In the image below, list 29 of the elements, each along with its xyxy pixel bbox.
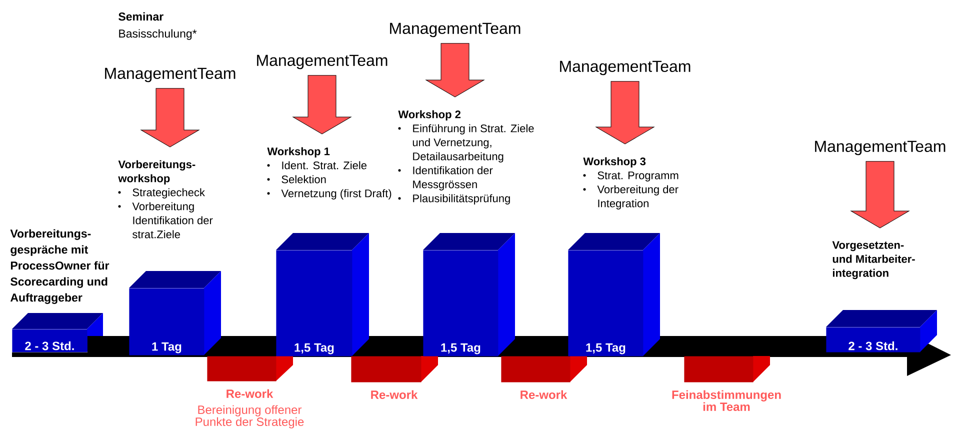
- rework-label: Re-work: [371, 390, 418, 399]
- block-arrow: [292, 75, 352, 134]
- step-description: Vorbereitungs-workshop Strategiecheck Vorbereitung Identifikation der strat.Ziele: [118, 160, 213, 238]
- team-label: ManagementTeam: [105, 68, 236, 82]
- duration-block: 1,5 Tag: [423, 233, 515, 356]
- block-arrow: [850, 161, 910, 228]
- team-label: ManagementTeam: [390, 22, 520, 38]
- block-arrow: [596, 81, 654, 144]
- team-label: ManagementTeam: [560, 60, 690, 76]
- rework-label: Re-work: [226, 389, 274, 398]
- duration-block: 1 Tag: [129, 271, 221, 356]
- step-description: Workshop 3 Strat. Programm Vorbereitung der Integration: [583, 157, 678, 210]
- seminar-label: Seminar: [118, 12, 164, 21]
- block-arrow: [426, 43, 484, 98]
- block-arrow: [140, 88, 200, 148]
- team-label: ManagementTeam: [257, 54, 388, 70]
- rework-label: Feinabstimmungen im Team: [672, 390, 781, 411]
- rework-note: Bereinigung offener Punkte der Strategie: [196, 405, 304, 428]
- seminar-note: Basisschulung*: [119, 29, 197, 40]
- step-description: Vorgesetzten- und Mitarbeiter-integration: [832, 241, 915, 280]
- step-description: Vorbereitungs-gespräche mit ProcessOwner für Scorecarding und Auftraggeber: [10, 229, 110, 304]
- duration-block: 2 - 3 Std.: [826, 310, 937, 352]
- duration-block: 1,5 Tag: [568, 233, 660, 356]
- step-description: Workshop 2 Einführung in Strat. Ziele und Vernetzung, Detailausarbeitung Identifikation der Messgrössen Plausibilitätsprüfung: [398, 110, 534, 204]
- duration-block: 2 - 3 Std.: [12, 313, 103, 352]
- rework-label: Re-work: [520, 390, 568, 399]
- duration-block: 1,5 Tag: [276, 233, 369, 356]
- step-description: Workshop 1 Ident. Strat. Ziele Selektion Vernetzung (first Draft): [267, 147, 392, 200]
- team-label: ManagementTeam: [815, 140, 946, 156]
